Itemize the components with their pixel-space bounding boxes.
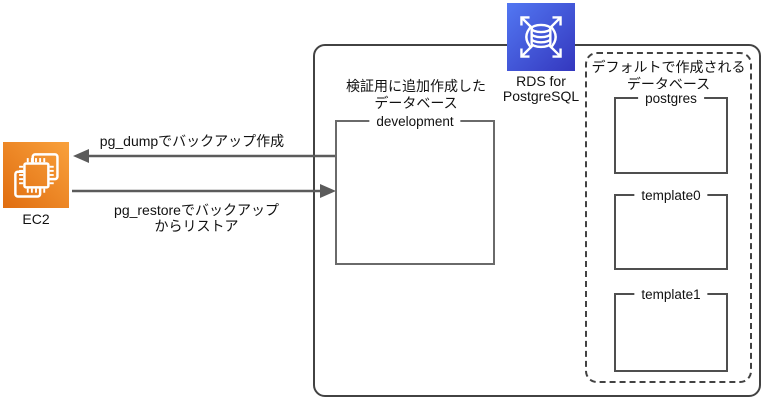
postgres-database-label: postgres	[638, 89, 704, 108]
template1-database-label: template1	[634, 285, 708, 304]
default-caption-line1: デフォルトで作成される	[591, 59, 746, 75]
dev-caption-line1: 検証用に追加作成した	[346, 78, 486, 94]
default-databases-group: デフォルトで作成される データベース postgres template0 te…	[585, 52, 752, 383]
rds-postgresql-icon	[507, 3, 575, 71]
development-database-box: development	[335, 112, 495, 265]
default-caption-line2: データベース	[626, 76, 711, 92]
template0-database-label: template0	[634, 186, 708, 205]
pg-restore-arrow-label: pg_restoreでバックアップ からリストア	[74, 202, 319, 234]
dev-caption-line2: データベース	[374, 95, 458, 111]
template1-database-box: template1	[614, 285, 728, 372]
template0-database-box: template0	[614, 186, 728, 270]
pg-restore-label-line1: pg_restoreでバックアップ	[114, 202, 279, 218]
dev-database-caption: 検証用に追加作成した データベース	[316, 78, 516, 112]
ec2-icon	[3, 142, 69, 208]
pg-dump-arrow-label: pg_dumpでバックアップ作成	[99, 133, 285, 149]
pg-dump-arrow	[73, 149, 335, 163]
ec2-label: EC2	[22, 211, 50, 227]
pg-restore-label-line2: からリストア	[154, 218, 239, 234]
development-database-label: development	[369, 112, 461, 131]
pg-restore-arrow	[72, 184, 336, 198]
rds-label-line1: RDS for	[516, 73, 566, 89]
postgres-database-box: postgres	[614, 89, 728, 174]
rds-label-line2: PostgreSQL	[502, 88, 580, 104]
default-databases-caption: デフォルトで作成される データベース	[587, 59, 750, 93]
rds-label: RDS for PostgreSQL	[481, 74, 601, 104]
